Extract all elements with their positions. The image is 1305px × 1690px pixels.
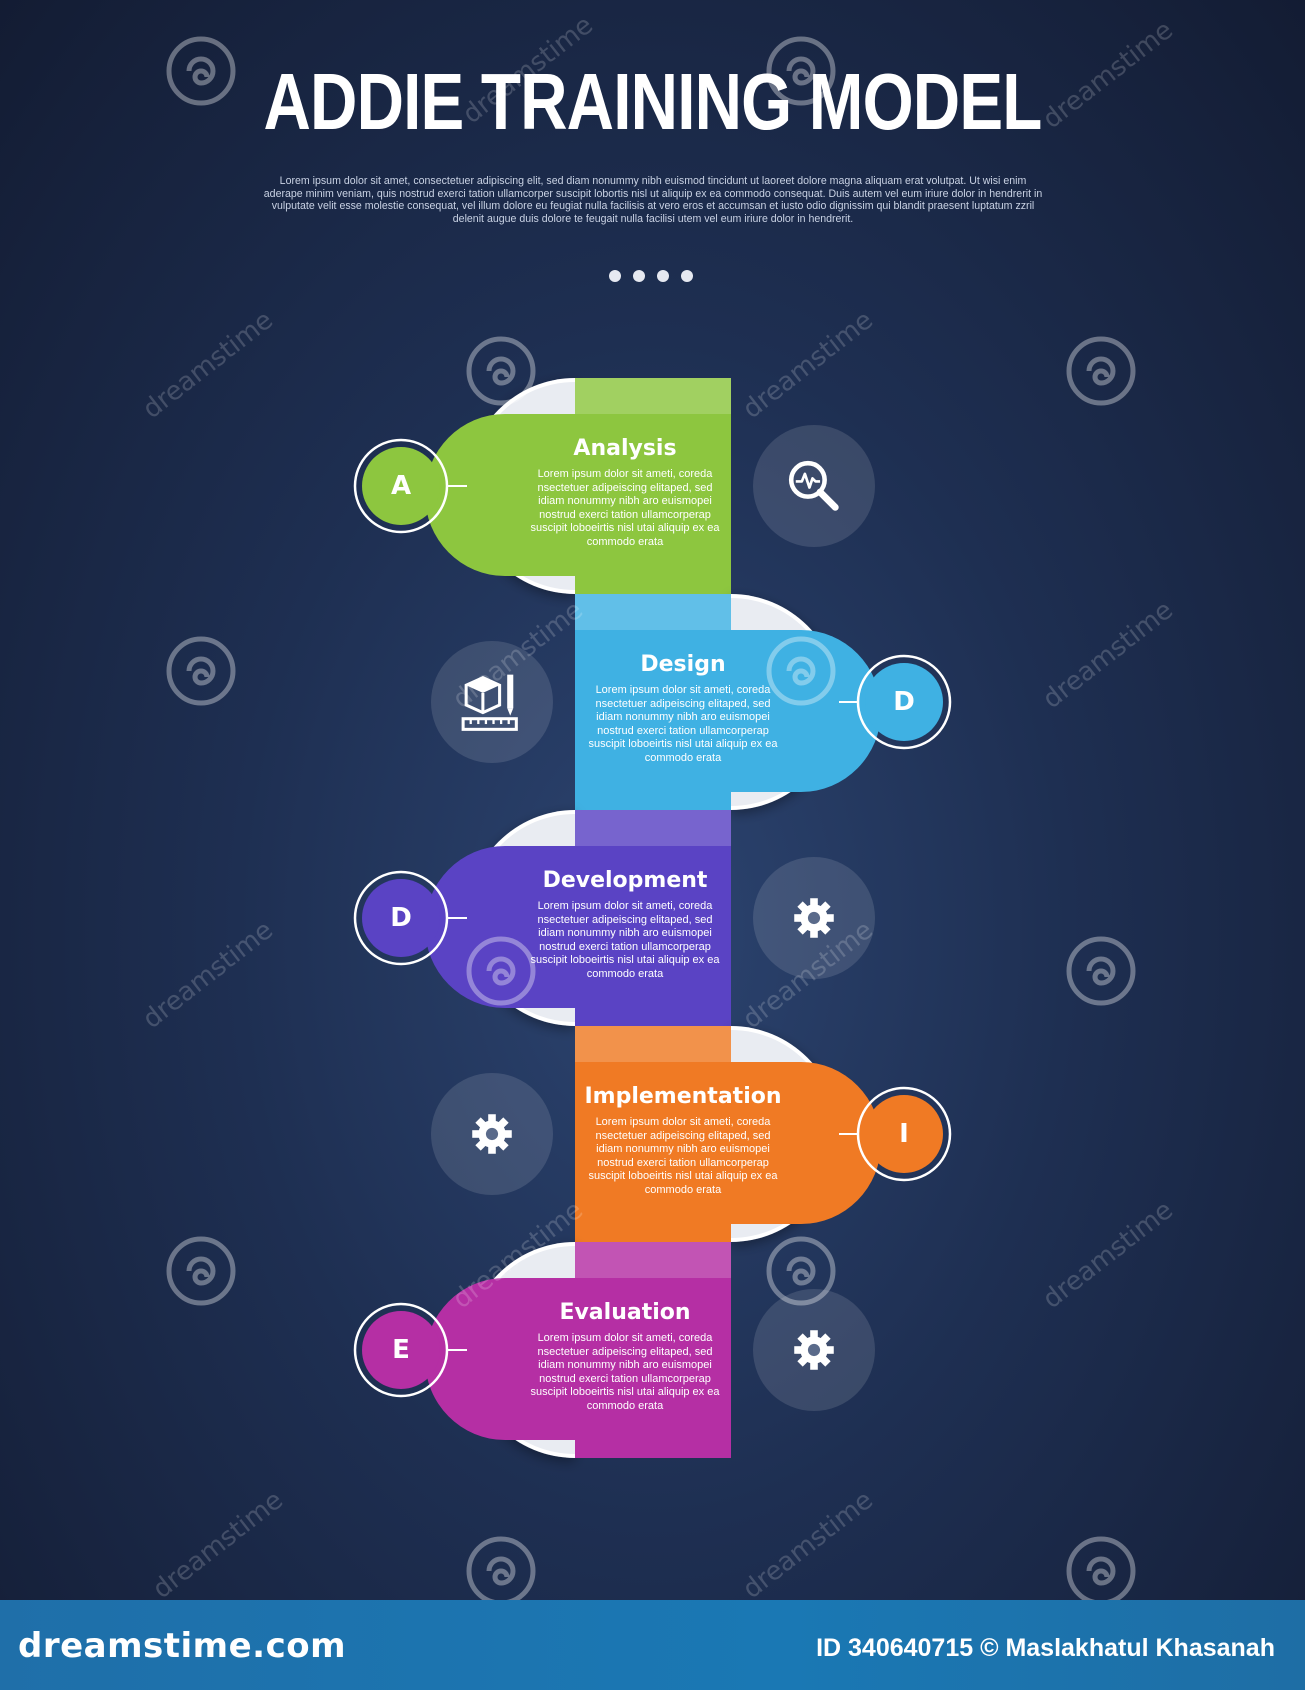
dot [633,270,645,282]
watermark-spiral-icon [465,935,537,1007]
subtitle-paragraph: Lorem ipsum dolor sit amet, consectetuer… [263,175,1043,225]
step-letter: A [390,471,412,501]
letter-badge [865,663,943,741]
letter-badge [865,1095,943,1173]
band-highlight [575,810,731,846]
letter-ring [353,1302,449,1398]
lightbulb-gear-icon [472,1114,512,1154]
letter-ring [856,1086,952,1182]
label-panel-body [505,1278,731,1440]
band-highlight [575,1026,731,1062]
label-panel-cap [425,1278,505,1440]
step-title: Design [640,652,726,677]
step-title: Implementation [584,1084,782,1109]
step-analysis [353,378,875,594]
label-panel-body [575,1062,801,1224]
watermark-spiral-icon [165,1235,237,1307]
icon-backdrop [431,641,553,763]
dot [609,270,621,282]
watermark-spiral-icon [765,35,837,107]
watermark-spiral-icon [165,635,237,707]
step-description: Lorem ipsum dolor sit ameti, coreda nsec… [530,468,720,548]
watermark-spiral-icon [765,635,837,707]
step-letter: D [390,903,412,933]
stars-gear-key-icon [794,1330,834,1370]
gear-refresh-icon [794,898,834,938]
label-panel-body [575,630,801,792]
image-id-credit: ID 340640715 © Maslakhatul Khasanah [816,1634,1275,1662]
step-letter: D [893,687,915,717]
label-panel-cap [425,414,505,576]
watermark-spiral-icon [165,35,237,107]
step-development [353,810,875,1026]
letter-ring [856,654,952,750]
footer-bar: dreamstime.com ID 340640715 © Maslakhatu… [0,1600,1305,1690]
step-letter: E [392,1335,410,1365]
step-design [431,594,952,810]
dot [657,270,669,282]
step-evaluation [353,1242,875,1458]
page-title: ADDIE TRAINING MODEL [263,57,1042,146]
band-highlight [575,1242,731,1278]
watermark-spiral-icon [465,335,537,407]
label-panel-cap [801,630,881,792]
watermark-logo: dreamstime.com [18,1626,347,1666]
step-description: Lorem ipsum dolor sit ameti, coreda nsec… [588,1116,778,1196]
letter-badge [362,447,440,525]
watermark-spiral-icon [1065,335,1137,407]
step-implementation [431,1026,952,1242]
letter-ring [353,438,449,534]
watermark-spiral-icon [1065,935,1137,1007]
letter-badge [362,1311,440,1389]
step-title: Analysis [573,436,677,461]
step-title: Evaluation [559,1300,691,1325]
step-description: Lorem ipsum dolor sit ameti, coreda nsec… [530,1332,720,1412]
step-description: Lorem ipsum dolor sit ameti, coreda nsec… [588,684,778,764]
watermark-spiral-icon [765,1235,837,1307]
dots-divider [609,270,693,282]
watermark-spiral-icon [1065,1535,1137,1607]
step-description: Lorem ipsum dolor sit ameti, coreda nsec… [530,900,720,980]
label-panel-cap [425,846,505,1008]
watermark-spiral-icon [465,1535,537,1607]
band-highlight [575,594,731,630]
letter-ring [353,870,449,966]
label-panel-cap [801,1062,881,1224]
addie-diagram [353,378,952,1458]
step-title: Development [542,868,708,893]
band-highlight [575,378,731,414]
label-panel-body [505,846,731,1008]
icon-backdrop [753,425,875,547]
step-letter: I [899,1119,909,1149]
label-panel-body [505,414,731,576]
dot [681,270,693,282]
letter-badge [362,879,440,957]
